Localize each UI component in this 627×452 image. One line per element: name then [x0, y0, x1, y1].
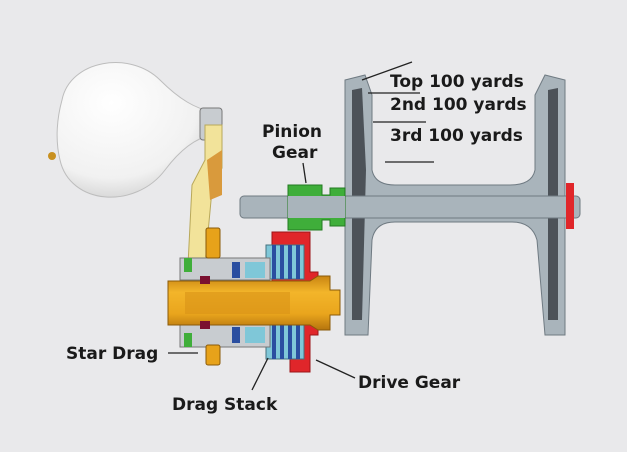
pin-lower [200, 321, 210, 329]
star-drag-lower [205, 344, 221, 366]
leader-top-100 [361, 61, 413, 81]
leader-drag-stack [251, 357, 269, 391]
handle-knob [56, 62, 213, 198]
knob-cap-icon [48, 152, 56, 160]
spring-lower [232, 327, 240, 343]
clicker-upper [184, 258, 192, 272]
leader-drive-gear [315, 359, 356, 379]
label-top-100-yards: Top 100 yards [390, 72, 524, 92]
handle-arm-bend [207, 150, 222, 200]
label-2nd-100-yards: 2nd 100 yards [390, 95, 527, 115]
pinion-shaft-section [288, 196, 345, 218]
pin-upper [200, 276, 210, 284]
star-drag-upper [205, 227, 221, 259]
label-drag-stack: Drag Stack [172, 395, 278, 415]
label-pinion-gear-line1: Pinion [262, 122, 322, 142]
washer-upper [245, 262, 265, 278]
label-drive-gear: Drive Gear [358, 373, 461, 393]
label-3rd-100-yards: 3rd 100 yards [390, 126, 523, 146]
clicker-lower [184, 333, 192, 347]
washer-lower [245, 327, 265, 343]
main-shaft-bore [185, 292, 290, 314]
spring-upper [232, 262, 240, 278]
label-pinion-gear-line2: Gear [272, 143, 318, 163]
label-star-drag: Star Drag [66, 344, 158, 364]
leader-pinion [302, 162, 307, 184]
spool-bearing [566, 183, 574, 229]
